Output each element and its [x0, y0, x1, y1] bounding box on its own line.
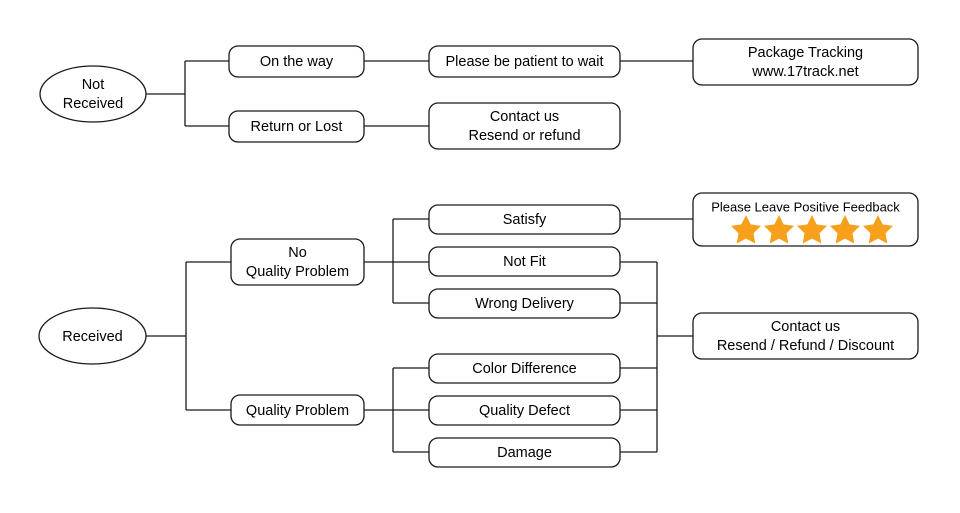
node-contact-resend-refund-discount[interactable]: Contact us Resend / Refund / Discount: [692, 312, 919, 360]
return-or-lost-box[interactable]: [228, 110, 365, 143]
contact-resend-refund-discount-box[interactable]: [692, 312, 919, 360]
return-or-lost-label: Return or Lost: [251, 119, 343, 135]
node-received[interactable]: Received: [38, 307, 147, 365]
satisfy-box[interactable]: [428, 204, 621, 235]
star-icon-4[interactable]: [830, 215, 860, 244]
node-satisfy[interactable]: Satisfy: [428, 204, 621, 235]
node-contact-resend-refund[interactable]: Contact us Resend or refund: [428, 102, 621, 150]
package-tracking-url: www.17track.net: [751, 64, 858, 80]
no-quality-problem-label-line2: Quality Problem: [246, 264, 349, 280]
received-ellipse[interactable]: [38, 307, 147, 365]
node-no-quality-problem[interactable]: No Quality Problem: [230, 238, 365, 286]
contact-resend-refund-box[interactable]: [428, 102, 621, 150]
quality-problem-label: Quality Problem: [246, 403, 349, 419]
node-please-be-patient[interactable]: Please be patient to wait: [428, 45, 621, 78]
on-the-way-label: On the way: [260, 54, 334, 70]
package-tracking-label-line1: Package Tracking: [748, 45, 863, 61]
satisfy-label: Satisfy: [503, 212, 547, 228]
damage-box[interactable]: [428, 437, 621, 468]
node-quality-defect[interactable]: Quality Defect: [428, 395, 621, 426]
not-fit-box[interactable]: [428, 246, 621, 277]
node-quality-problem[interactable]: Quality Problem: [230, 394, 365, 426]
star-rating[interactable]: [731, 215, 893, 244]
star-icon-2[interactable]: [764, 215, 794, 244]
node-not-received[interactable]: Not Received: [39, 65, 147, 123]
no-quality-problem-box[interactable]: [230, 238, 365, 286]
contact-resend-refund-label-line2: Resend or refund: [468, 128, 580, 144]
contact-discount-label-line1: Contact us: [771, 319, 840, 335]
connectors-not-received: [146, 60, 693, 127]
contact-discount-label-line2: Resend / Refund / Discount: [717, 338, 894, 354]
not-received-label-line1: Not: [82, 77, 105, 93]
please-be-patient-box[interactable]: [428, 45, 621, 78]
star-icon-3[interactable]: [797, 215, 827, 244]
node-package-tracking[interactable]: Package Tracking www.17track.net: [692, 38, 919, 86]
node-return-or-lost[interactable]: Return or Lost: [228, 110, 365, 143]
not-received-label-line2: Received: [63, 96, 123, 112]
node-on-the-way[interactable]: On the way: [228, 45, 365, 78]
color-difference-label: Color Difference: [472, 361, 577, 377]
positive-feedback-label: Please Leave Positive Feedback: [711, 199, 900, 214]
not-fit-label: Not Fit: [503, 254, 546, 270]
connectors-received: [146, 218, 693, 453]
star-icon-5[interactable]: [863, 215, 893, 244]
node-positive-feedback[interactable]: Please Leave Positive Feedback: [692, 192, 919, 247]
wrong-delivery-box[interactable]: [428, 288, 621, 319]
wrong-delivery-label: Wrong Delivery: [475, 296, 575, 312]
please-be-patient-label: Please be patient to wait: [446, 54, 604, 70]
on-the-way-box[interactable]: [228, 45, 365, 78]
no-quality-problem-label-line1: No: [288, 245, 307, 261]
not-received-ellipse[interactable]: [39, 65, 147, 123]
package-tracking-box[interactable]: [692, 38, 919, 86]
star-icon-1[interactable]: [731, 215, 761, 244]
quality-problem-box[interactable]: [230, 394, 365, 426]
node-damage[interactable]: Damage: [428, 437, 621, 468]
received-label: Received: [62, 329, 122, 345]
color-difference-box[interactable]: [428, 353, 621, 384]
node-not-fit[interactable]: Not Fit: [428, 246, 621, 277]
node-color-difference[interactable]: Color Difference: [428, 353, 621, 384]
damage-label: Damage: [497, 445, 552, 461]
quality-defect-box[interactable]: [428, 395, 621, 426]
contact-resend-refund-label-line1: Contact us: [490, 109, 559, 125]
node-wrong-delivery[interactable]: Wrong Delivery: [428, 288, 621, 319]
quality-defect-label: Quality Defect: [479, 403, 570, 419]
